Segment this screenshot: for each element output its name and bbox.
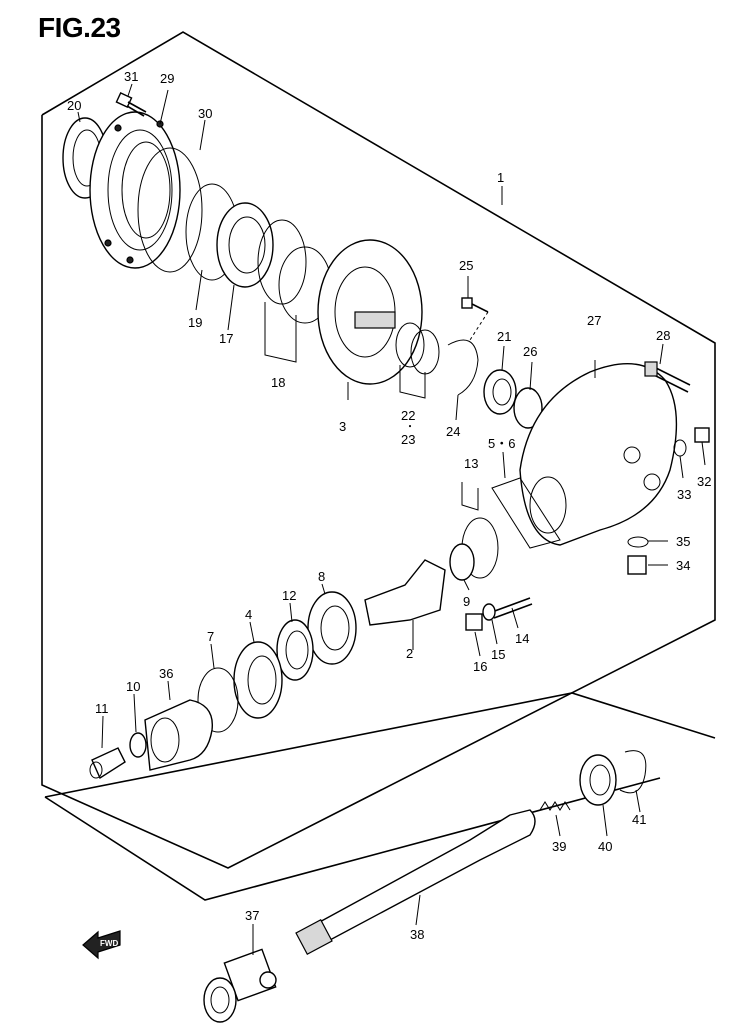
o-ring-30 bbox=[137, 147, 203, 273]
callout-11: 11 bbox=[95, 701, 109, 716]
circlip-41 bbox=[619, 750, 647, 794]
callout-14: 14 bbox=[515, 631, 529, 646]
figure-title: FIG.23 bbox=[38, 12, 121, 43]
callout-40: 40 bbox=[598, 839, 612, 854]
washer-10 bbox=[129, 732, 147, 758]
propeller-shaft-38 bbox=[295, 809, 536, 955]
callout-5-6: 5・6 bbox=[488, 436, 515, 451]
retainer-24 bbox=[447, 339, 479, 421]
callout-32: 32 bbox=[697, 474, 711, 489]
drain-plug-34 bbox=[627, 555, 647, 575]
callout-38: 38 bbox=[410, 927, 424, 942]
callout-15: 15 bbox=[491, 647, 505, 662]
callout-31: 31 bbox=[124, 69, 138, 84]
bearing-17 bbox=[216, 202, 274, 288]
gasket-35 bbox=[627, 536, 649, 548]
nut-9 bbox=[449, 543, 475, 581]
final-drive-housing-27 bbox=[519, 360, 678, 546]
spring-39 bbox=[539, 801, 571, 811]
callout-29: 29 bbox=[160, 71, 174, 86]
seal-26 bbox=[513, 387, 543, 429]
callout-23: 23 bbox=[401, 432, 415, 447]
callout-33: 33 bbox=[677, 487, 691, 502]
retainer-nut-4 bbox=[233, 641, 283, 719]
nut-11 bbox=[89, 747, 126, 780]
assembly-boundary-upper bbox=[41, 31, 716, 869]
callout-2: 2 bbox=[406, 646, 413, 661]
callout-13: 13 bbox=[464, 456, 478, 471]
bearing-race-12 bbox=[276, 619, 314, 681]
callout-35: 35 bbox=[676, 534, 690, 549]
bolt-31 bbox=[115, 92, 147, 117]
callout-8: 8 bbox=[318, 569, 325, 584]
shim-set-18 bbox=[257, 219, 332, 363]
callout-12: 12 bbox=[282, 588, 296, 603]
callout-4: 4 bbox=[245, 607, 252, 622]
oil-seal-40 bbox=[579, 754, 617, 806]
bearing-8 bbox=[307, 591, 357, 665]
callout-22-23-dot: ・ bbox=[405, 422, 415, 433]
callout-10: 10 bbox=[126, 679, 140, 694]
callout-9: 9 bbox=[463, 594, 470, 609]
callout-19: 19 bbox=[188, 315, 202, 330]
callout-27: 27 bbox=[587, 313, 601, 328]
callout-28: 28 bbox=[656, 328, 670, 343]
callout-7: 7 bbox=[207, 629, 214, 644]
callout-36: 36 bbox=[159, 666, 173, 681]
callout-21: 21 bbox=[497, 329, 511, 344]
universal-joint-37 bbox=[203, 948, 277, 1023]
callout-22: 22 bbox=[401, 408, 415, 423]
callout-37: 37 bbox=[245, 908, 259, 923]
plug-32 bbox=[694, 427, 710, 443]
callout-24: 24 bbox=[446, 424, 460, 439]
callout-25: 25 bbox=[459, 258, 473, 273]
callout-41: 41 bbox=[632, 812, 646, 827]
fwd-direction-arrow: FWD bbox=[82, 930, 121, 960]
callout-3: 3 bbox=[339, 419, 346, 434]
stud-28 bbox=[644, 361, 691, 393]
callout-30: 30 bbox=[198, 106, 212, 121]
callout-34: 34 bbox=[676, 558, 690, 573]
callout-17: 17 bbox=[219, 331, 233, 346]
part-callouts: 1 2 3 4 5・6 7 8 9 10 11 12 13 14 15 16 1… bbox=[67, 69, 711, 942]
pinion-gear-2 bbox=[364, 559, 446, 650]
callout-39: 39 bbox=[552, 839, 566, 854]
housing-gasket-5-6 bbox=[491, 477, 561, 549]
leader-lines bbox=[77, 83, 706, 955]
nut-16 bbox=[465, 613, 483, 631]
o-ring-7 bbox=[197, 667, 239, 733]
callout-16: 16 bbox=[473, 659, 487, 674]
ring-gear-3 bbox=[317, 239, 423, 400]
washer-15 bbox=[482, 603, 496, 621]
callout-20: 20 bbox=[67, 98, 81, 113]
bearing-housing-29 bbox=[89, 111, 181, 269]
bolt-14 bbox=[491, 597, 533, 619]
coupling-36 bbox=[144, 699, 214, 771]
gasket-33 bbox=[673, 439, 687, 457]
fwd-label: FWD bbox=[100, 939, 118, 948]
callout-26: 26 bbox=[523, 344, 537, 359]
callout-18: 18 bbox=[271, 375, 285, 390]
bearing-21 bbox=[483, 369, 517, 415]
shim-22-23 bbox=[395, 322, 440, 399]
bolt-25 bbox=[461, 297, 489, 341]
callout-1: 1 bbox=[497, 170, 504, 185]
